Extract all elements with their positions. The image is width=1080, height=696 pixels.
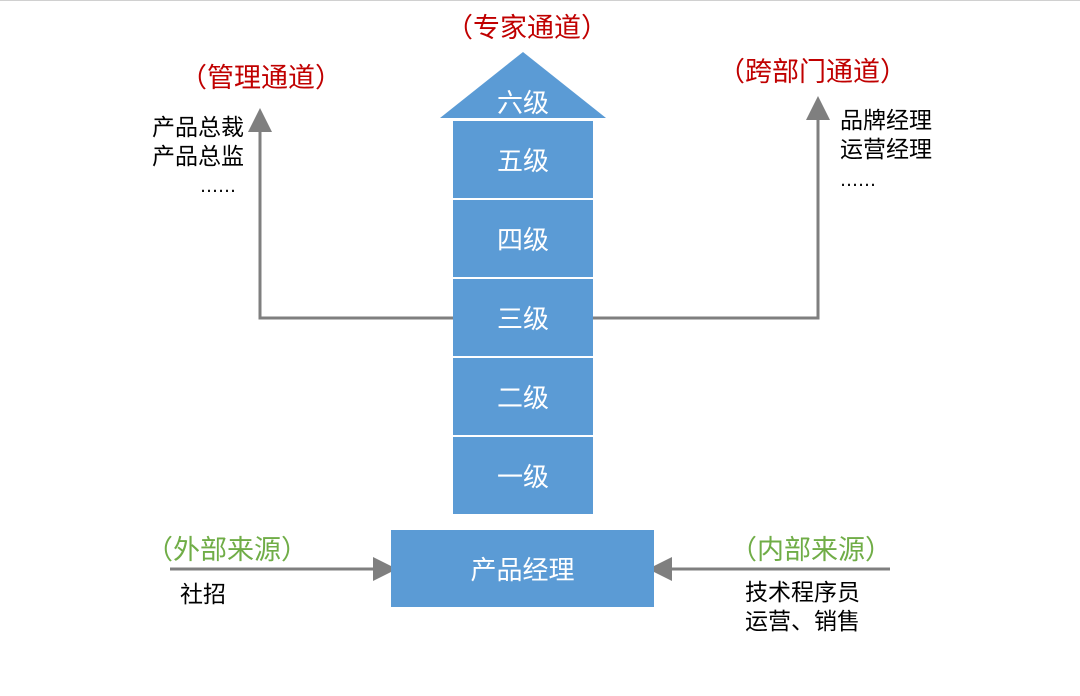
level-4-block: 四级 [453, 200, 593, 277]
management-channel-title: （管理通道） [180, 63, 342, 94]
external-source-item: 社招 [180, 582, 226, 608]
level-1-block: 一级 [453, 437, 593, 514]
expert-channel-title: （专家通道） [446, 13, 608, 44]
management-role-ellipsis: …… [200, 176, 236, 197]
cross-dept-channel-title: （跨部门通道） [718, 57, 907, 88]
cross-dept-path-arrow [593, 96, 830, 320]
level-3-block: 三级 [453, 279, 593, 356]
roof-triangle [440, 52, 606, 118]
product-manager-block: 产品经理 [391, 530, 654, 607]
level-2-block: 二级 [453, 358, 593, 435]
cross-dept-role-ellipsis: …… [840, 170, 876, 191]
level-5-block: 五级 [453, 121, 593, 198]
cross-dept-role: 品牌经理 [840, 108, 932, 134]
external-source-title: （外部来源） [146, 535, 308, 566]
management-role: 产品总裁 [152, 115, 244, 141]
internal-source-item: 技术程序员 [745, 580, 860, 606]
top-divider [0, 0, 1080, 1]
level-6-label: 六级 [496, 88, 549, 119]
internal-source-item: 运营、销售 [745, 609, 860, 635]
management-role: 产品总监 [152, 144, 244, 170]
internal-source-title: （内部来源） [730, 535, 892, 566]
cross-dept-role: 运营经理 [840, 137, 932, 163]
management-path-arrow [248, 108, 453, 320]
